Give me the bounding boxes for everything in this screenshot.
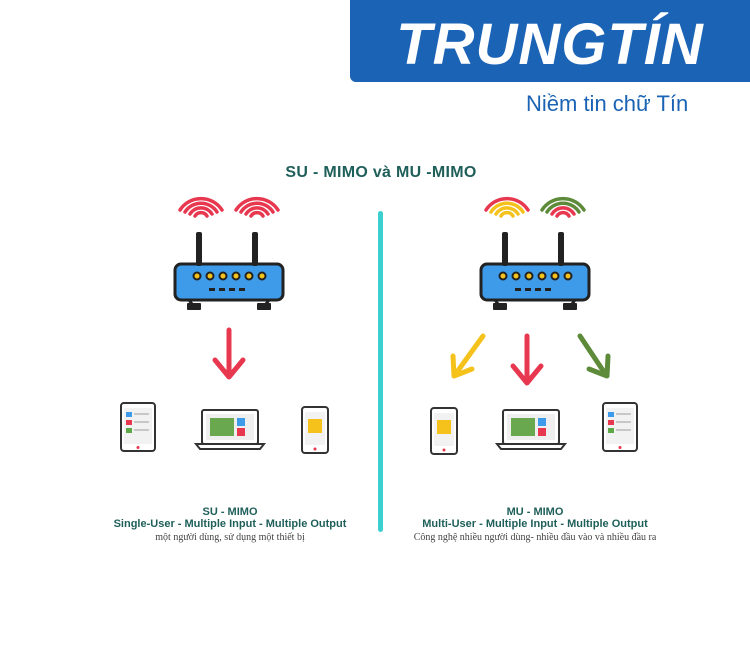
su-tablet-icon [120, 402, 156, 452]
mu-subtitle: Multi-User - Multiple Input - Multiple O… [422, 518, 648, 530]
mu-signal-right-icon [540, 196, 586, 218]
brand-name: TRUNGTÍN [396, 12, 704, 77]
mu-laptop-icon [496, 409, 566, 450]
mu-description: Công nghệ nhiều người dùng- nhiều đầu và… [413, 532, 657, 543]
mu-arrow-down-icon [510, 333, 544, 386]
su-router-icon [173, 230, 285, 312]
brand-logo-wordmark: TRUNGTÍN [396, 12, 704, 77]
mu-signal-left-icon [484, 196, 530, 218]
mu-label: MU - MIMO [506, 506, 564, 518]
mu-panel [430, 196, 638, 455]
su-caption: SU - MIMO Single-User - Multiple Input -… [90, 506, 370, 544]
mu-tablet-icon [602, 402, 638, 452]
su-description: một người dùng, sử dụng một thiết bị [155, 532, 305, 543]
panel-divider [378, 211, 383, 532]
su-laptop-icon [195, 409, 265, 450]
mu-router-icon [479, 230, 591, 312]
diagram-title: SU - MIMO và MU -MIMO [285, 164, 477, 181]
mu-arrow-down-right-icon [577, 333, 611, 379]
mu-phone-icon [430, 407, 458, 455]
brand-tagline: Niềm tin chữ Tín [526, 91, 689, 116]
su-label: SU - MIMO [202, 506, 258, 518]
su-phone-icon [301, 406, 329, 454]
su-arrow-down-icon [212, 327, 246, 380]
brand-logo: TRUNGTÍN [350, 0, 750, 82]
su-signal-right-icon [234, 196, 280, 218]
su-panel [120, 196, 329, 454]
mu-arrow-down-left-icon [450, 333, 486, 379]
su-signal-left-icon [178, 196, 224, 218]
su-subtitle: Single-User - Multiple Input - Multiple … [113, 518, 347, 530]
mu-caption: MU - MIMO Multi-User - Multiple Input - … [395, 506, 675, 544]
